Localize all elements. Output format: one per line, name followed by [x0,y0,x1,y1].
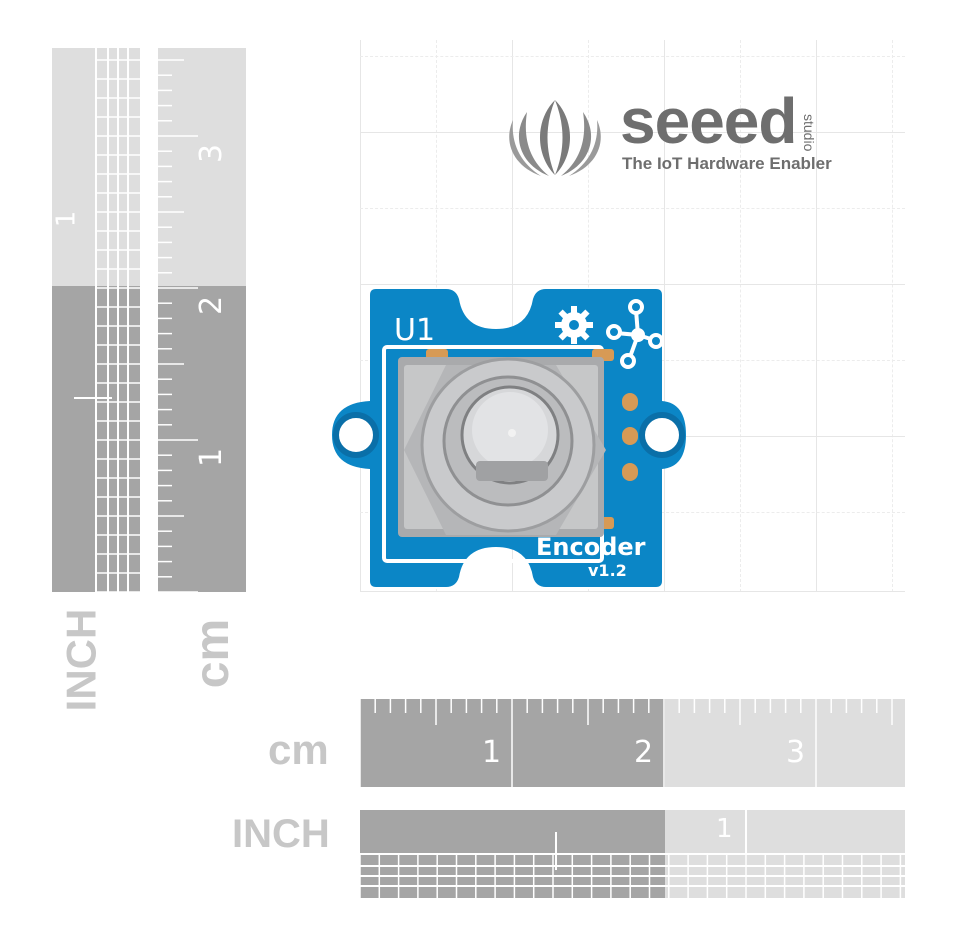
left-inch-number: 1 [51,210,82,228]
left-cm-ruler-graphic [158,48,246,593]
bottom-cm-number-2: 2 [634,735,654,770]
seeed-tagline: The IoT Hardware Enabler [622,154,832,173]
encoder-board: U1 Encoder v1.2 [326,285,696,595]
bottom-inch-ruler: 1 [359,810,905,898]
gear-icon [555,306,593,344]
board-name-label: Encoder [536,533,646,561]
seeed-leaf-icon [509,100,601,176]
bottom-inch-label: INCH [232,812,330,856]
bottom-cm-ruler-graphic [359,699,905,787]
bottom-cm-label: cm [268,726,329,773]
left-cm-label: cm [186,618,240,689]
encoder-board-graphic [332,289,686,587]
bottom-cm-number-3: 3 [786,735,806,770]
seeed-wordmark: seeed [620,85,797,157]
left-cm-ruler: 3 2 1 [158,48,246,593]
left-cm-number-3: 3 [194,143,230,164]
bottom-cm-ruler: 1 2 3 [359,699,905,787]
seeed-studio-text: studio [801,114,817,152]
bottom-inch-ruler-graphic [359,810,905,898]
board-ref-label: U1 [394,313,436,348]
bottom-cm-number-1: 1 [482,735,502,770]
bottom-inch-number: 1 [716,814,733,844]
left-inch-ruler: 1 [51,48,140,593]
board-version-label: v1.2 [588,561,627,580]
left-inch-ruler-graphic [52,48,140,593]
left-cm-number-1: 1 [194,447,230,468]
seeed-logo: seeed studio The IoT Hardware Enabler [505,85,865,180]
left-inch-label: INCH [57,608,105,712]
left-cm-number-2: 2 [194,295,230,316]
network-icon [606,299,664,369]
